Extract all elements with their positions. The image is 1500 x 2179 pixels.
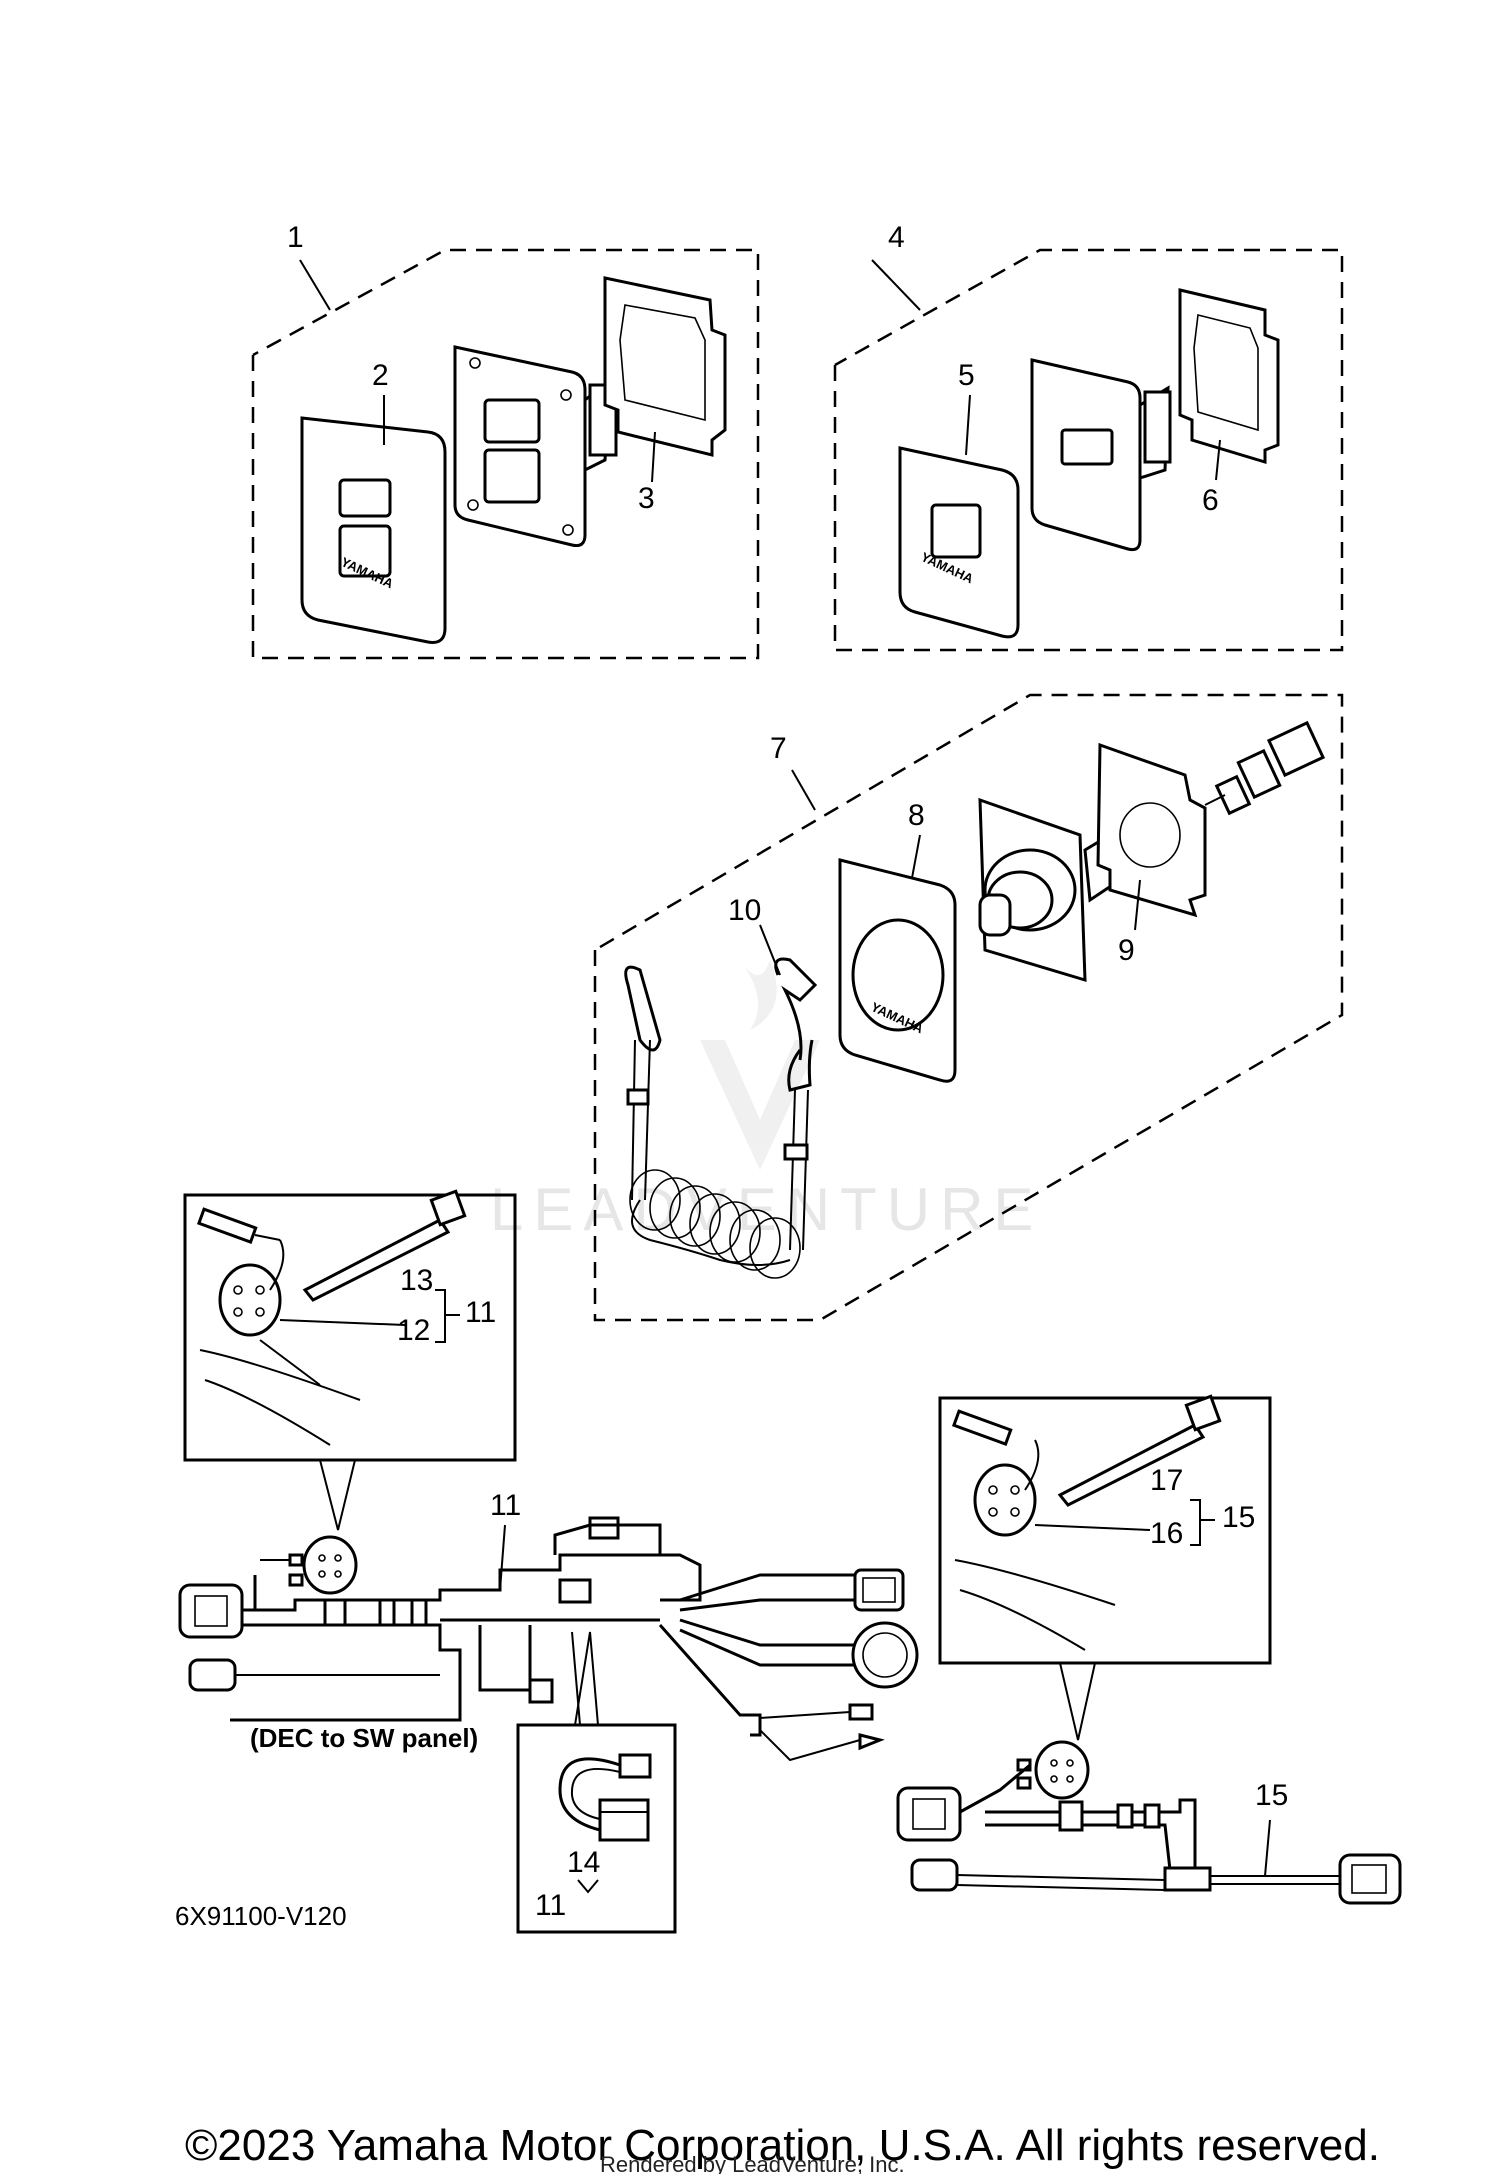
group-4-single-switch-kit: YAMAHA 4 5 6 [833, 221, 1344, 652]
callout-17: 17 [1150, 1464, 1183, 1497]
diagram-code: 6X91100-V120 [175, 1901, 347, 1931]
part-2-bezel[interactable]: YAMAHA [300, 416, 447, 644]
callout-3: 3 [638, 482, 655, 515]
harness-15-connector-left-2[interactable] [910, 1858, 959, 1892]
part-10-lanyard[interactable] [624, 957, 818, 1279]
coiled-cord [629, 1169, 801, 1279]
callout-7: 7 [770, 732, 787, 765]
part-5-bezel[interactable]: YAMAHA [898, 446, 1020, 639]
callout-11-main: 11 [490, 1489, 521, 1522]
callout-8: 8 [908, 799, 925, 832]
part-6-gasket[interactable] [1178, 288, 1280, 465]
callout-9: 9 [1118, 934, 1135, 967]
inset-part-14: 14 11 [516, 1631, 677, 1934]
callout-12: 12 [397, 1314, 430, 1347]
callout-5: 5 [958, 359, 975, 392]
part-connector-lead[interactable] [1204, 720, 1326, 816]
callout-15-inset: 15 [1222, 1501, 1255, 1534]
callout-1: 1 [287, 221, 304, 254]
callout-6: 6 [1202, 484, 1219, 517]
part-switch-body-2[interactable] [1030, 358, 1172, 552]
part-13-cable-tie[interactable] [302, 1189, 467, 1302]
part-switch-body-1[interactable] [453, 345, 618, 547]
harness-15-connector-left-1[interactable] [896, 1786, 962, 1842]
harness-15-connector-right[interactable] [1338, 1853, 1402, 1905]
part-14-sub-harness[interactable] [558, 1753, 652, 1842]
group-1-dual-switch-kit: YAMAHA 1 2 3 [251, 221, 760, 660]
copyright-notice: ©2023 Yamaha Motor Corporation, U.S.A. A… [185, 2121, 1380, 2170]
group-7-stop-switch-kit: YAMAHA [593, 693, 1344, 1322]
part-16-sensor[interactable] [951, 1409, 1040, 1537]
callout-10: 10 [728, 894, 761, 927]
harness-connector-right-1[interactable] [853, 1568, 905, 1612]
callout-16: 16 [1150, 1517, 1183, 1550]
watermark-logo [700, 960, 820, 1170]
part-3-gasket[interactable] [603, 276, 727, 457]
part-15-harness[interactable]: 15 [896, 1740, 1402, 1905]
callout-11-inset: 11 [465, 1296, 496, 1329]
harness-connector-left-2[interactable] [188, 1658, 237, 1692]
callout-11-sub: 11 [535, 1889, 566, 1922]
harness-connector-left-1[interactable] [178, 1583, 244, 1639]
callout-4: 4 [888, 221, 905, 254]
callout-13: 13 [400, 1264, 433, 1297]
watermark-text: LEADVENTURE [490, 1176, 1043, 1243]
callout-2: 2 [372, 359, 389, 392]
part-12-sensor[interactable] [196, 1207, 285, 1337]
harness-plug-small[interactable] [528, 1678, 554, 1704]
part-17-cable-tie[interactable] [1057, 1394, 1222, 1507]
part-9-gasket[interactable] [1096, 742, 1207, 918]
callout-14: 14 [567, 1846, 600, 1879]
part-11-main-harness[interactable]: 11 (DEC to SW panel) [178, 1489, 919, 1762]
note-dec-to-sw-panel: (DEC to SW panel) [250, 1723, 478, 1753]
part-8-bezel[interactable]: YAMAHA [838, 858, 957, 1083]
inset-sensor-15: 17 16 15 [938, 1394, 1272, 1741]
inset-sensor-11: 13 12 11 [183, 1189, 517, 1531]
callout-15-main: 15 [1255, 1779, 1288, 1812]
rendered-by-credit: Rendered by LeadVenture, Inc. [600, 2152, 905, 2174]
